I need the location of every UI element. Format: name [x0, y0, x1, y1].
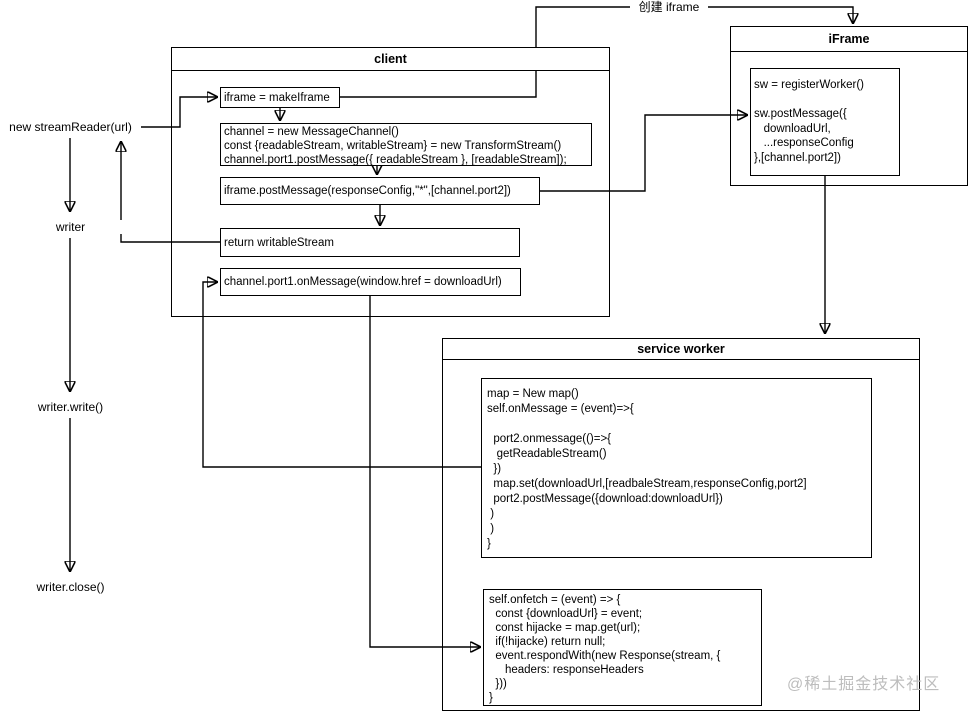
client-title: client: [172, 48, 609, 71]
service-worker-title: service worker: [443, 339, 919, 360]
label-writer-write: writer.write(): [0, 400, 141, 414]
iframe-container: iFrame: [730, 26, 968, 186]
watermark: @稀土掘金技术社区: [787, 676, 941, 693]
iframe-title: iFrame: [731, 27, 967, 52]
label-new-streamreader: new streamReader(url): [0, 120, 141, 134]
node-make-iframe: iframe = makeIframe: [220, 87, 340, 108]
edge-return-to-streamreader: [121, 142, 220, 243]
edge-label-create-iframe: 创建 iframe: [630, 0, 708, 15]
edge-sw-to-onmessage: [202, 282, 481, 468]
edge-postmessage-to-iframe: [540, 115, 747, 192]
node-iframe-postmessage: iframe.postMessage(responseConfig,"*",[c…: [220, 177, 540, 205]
service-worker-container: service worker: [442, 338, 920, 711]
edge-create-iframe: [340, 6, 853, 98]
node-port1-onmessage: channel.port1.onMessage(window.href = do…: [220, 268, 521, 296]
edge-onmessage-to-onfetch: [369, 296, 480, 647]
node-channel-setup: channel = new MessageChannel() const {re…: [220, 123, 592, 166]
node-return-writablestream: return writableStream: [220, 228, 520, 257]
node-sw-onfetch-code: self.onfetch = (event) => { const {downl…: [483, 589, 762, 706]
client-container: client: [171, 47, 610, 317]
node-iframe-code: sw = registerWorker() sw.postMessage({ d…: [750, 68, 900, 176]
node-sw-onmessage-code: map = New map() self.onMessage = (event)…: [481, 378, 872, 558]
label-writer-close: writer.close(): [0, 580, 141, 594]
label-writer: writer: [0, 220, 141, 234]
edge-streamreader-to-makeiframe: [140, 97, 217, 128]
